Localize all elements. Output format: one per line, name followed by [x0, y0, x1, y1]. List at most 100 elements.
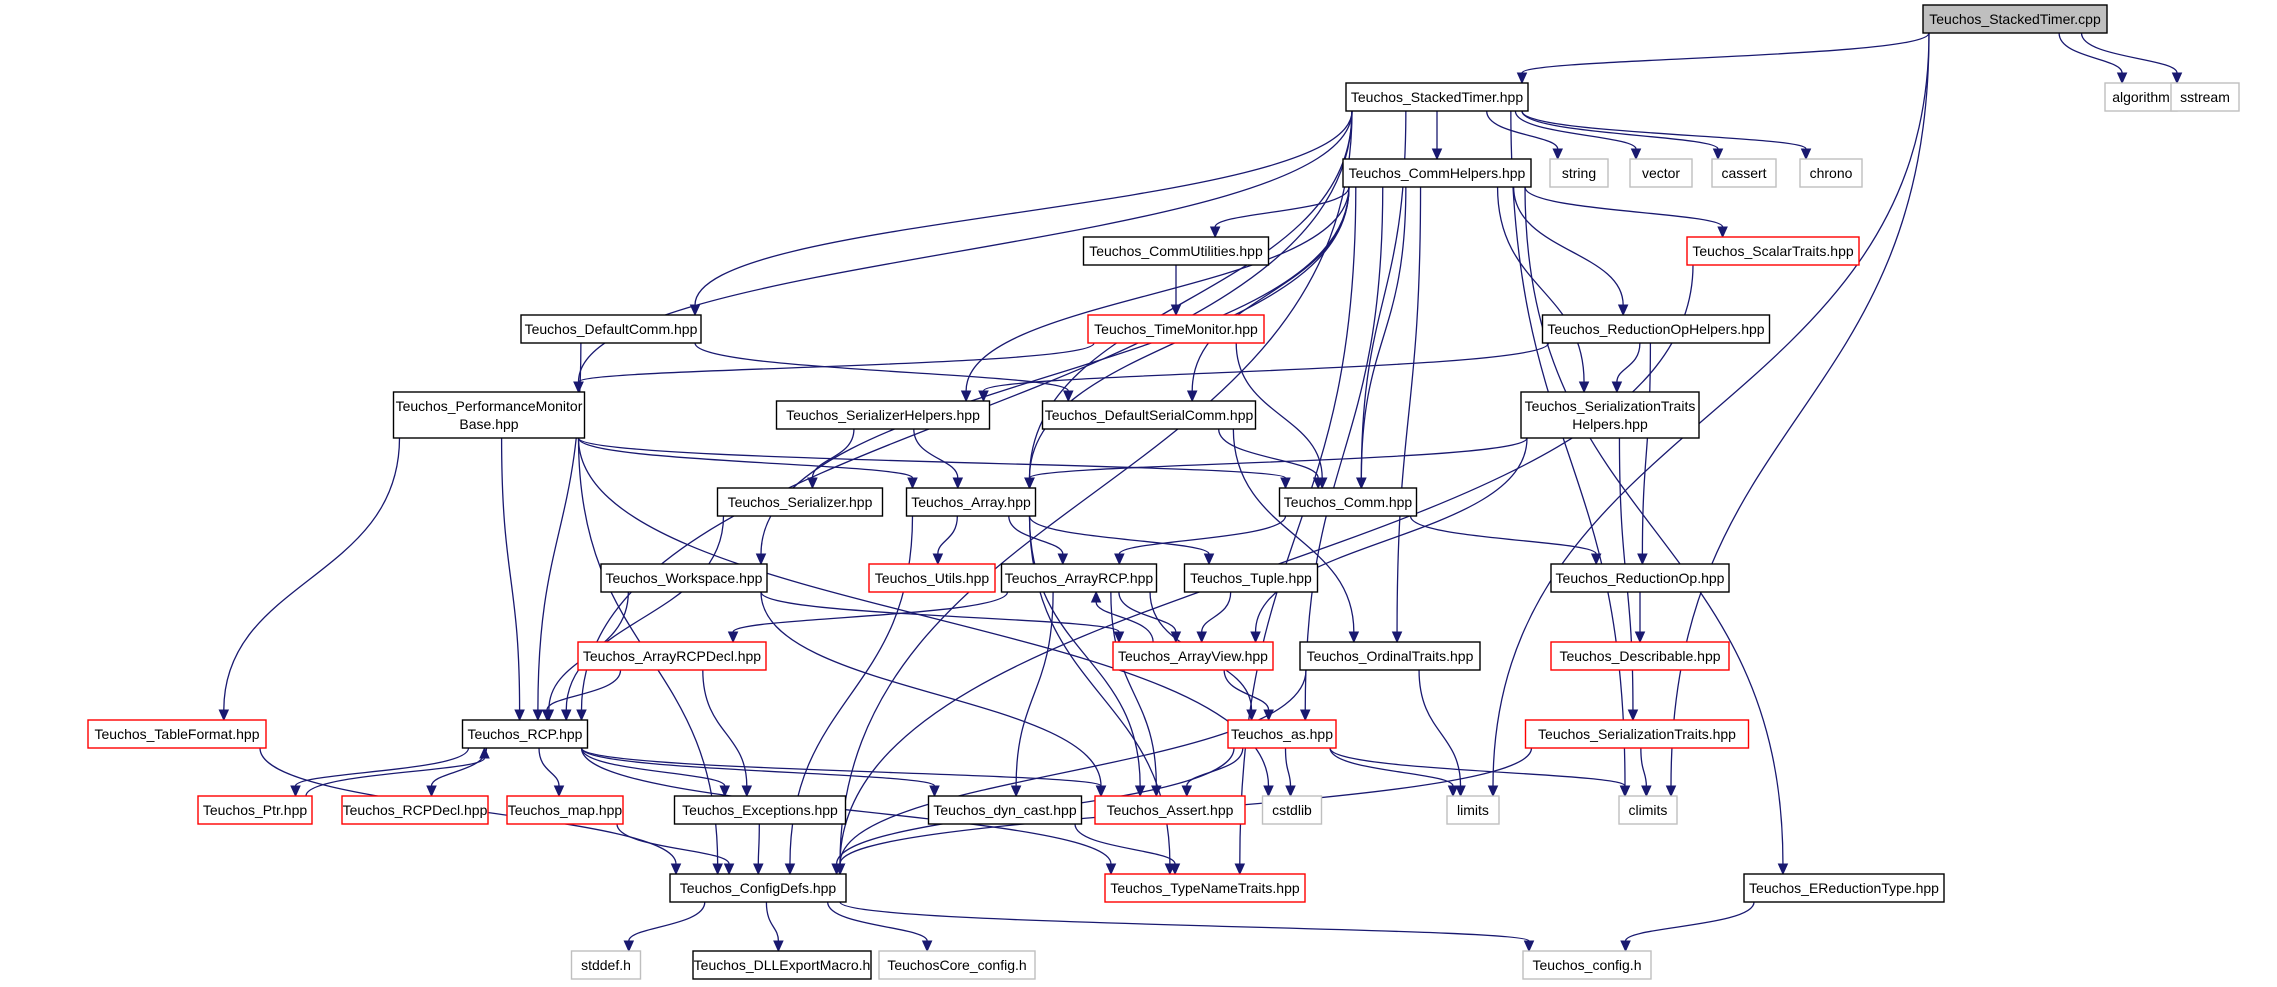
node-timemonitor[interactable]: Teuchos_TimeMonitor.hpp [1087, 314, 1265, 344]
node-reductionophelpers[interactable]: Teuchos_ReductionOpHelpers.hpp [1541, 314, 1771, 344]
node-label-tuple: Teuchos_Tuple.hpp [1190, 570, 1312, 586]
node-label-arrayview: Teuchos_ArrayView.hpp [1118, 648, 1268, 664]
node-box-defaultcomm [520, 314, 702, 344]
edge-rcp-to-map [538, 747, 560, 787]
node-commhelpers[interactable]: Teuchos_CommHelpers.hpp [1342, 158, 1532, 188]
node-box-perfmonitor [392, 391, 586, 439]
node-workspace[interactable]: Teuchos_Workspace.hpp [600, 563, 768, 593]
edge-layer [218, 32, 2183, 953]
node-box-teuchoscoreconfig [878, 950, 1036, 980]
edge-stackedtimer_cpp-to-algorithm [2058, 32, 2123, 74]
node-serializerhelpers[interactable]: Teuchos_SerializerHelpers.hpp [775, 400, 991, 430]
node-tuple[interactable]: Teuchos_Tuple.hpp [1183, 563, 1319, 593]
edge-serializationtraits-to-climits [1640, 747, 1647, 787]
node-ptr[interactable]: Teuchos_Ptr.hpp [197, 795, 313, 825]
node-label-dyncast: Teuchos_dyn_cast.hpp [933, 802, 1076, 818]
node-comm[interactable]: Teuchos_Comm.hpp [1278, 487, 1418, 517]
node-reductionop[interactable]: Teuchos_ReductionOp.hpp [1550, 563, 1730, 593]
edge-arrowhead-ereductiontype-to-teuchosconfig [1620, 940, 1631, 953]
node-assert[interactable]: Teuchos_Assert.hpp [1094, 795, 1246, 825]
edge-workspace-to-arrayview [760, 591, 1120, 633]
node-ordinaltraits[interactable]: Teuchos_OrdinalTraits.hpp [1299, 641, 1481, 671]
edge-exceptions-to-configdefs [757, 823, 760, 865]
node-box-arrayview [1112, 641, 1274, 671]
node-describable[interactable]: Teuchos_Describable.hpp [1550, 641, 1730, 671]
edge-timemonitor-to-perfmonitor [577, 342, 1095, 383]
node-serializer[interactable]: Teuchos_Serializer.hpp [716, 487, 884, 517]
node-box-dyncast [927, 795, 1083, 825]
node-dllexportmacro[interactable]: Teuchos_DLLExportMacro.h [692, 950, 872, 980]
node-exceptions[interactable]: Teuchos_Exceptions.hpp [673, 795, 847, 825]
node-array[interactable]: Teuchos_Array.hpp [905, 487, 1037, 517]
edge-arrowhead-arrayrcp-to-dyncast [1010, 785, 1022, 798]
node-tableformat[interactable]: Teuchos_TableFormat.hpp [87, 719, 267, 749]
node-rcp[interactable]: Teuchos_RCP.hpp [461, 719, 589, 749]
node-arrayview[interactable]: Teuchos_ArrayView.hpp [1112, 641, 1274, 671]
node-label-limits: limits [1457, 802, 1489, 818]
edge-comm-to-reductionop [1409, 515, 1597, 555]
node-label-comm: Teuchos_Comm.hpp [1284, 494, 1413, 510]
node-commutilities[interactable]: Teuchos_CommUtilities.hpp [1082, 236, 1270, 266]
edge-arrowhead-serializationtraitshelpers-to-array [1024, 477, 1035, 490]
edge-comm-to-arrayrcp [1118, 515, 1287, 555]
edge-arrowhead-configdefs-to-teuchoscoreconfig [921, 940, 933, 953]
edge-arrowhead-rcp-to-assert [1095, 785, 1107, 798]
node-box-teuchosconfig [1522, 950, 1652, 980]
edge-serializationtraitshelpers-to-arrayview [1254, 437, 1528, 633]
edge-ordinaltraits-to-configdefs [839, 669, 1307, 865]
edge-ereductiontype-to-teuchosconfig [1624, 901, 1755, 942]
node-box-limits [1446, 795, 1500, 825]
node-box-defaultserialcomm [1041, 400, 1257, 430]
node-defaultcomm[interactable]: Teuchos_DefaultComm.hpp [520, 314, 702, 344]
edge-arrowhead-defaultcomm-to-rcp [532, 709, 544, 722]
node-map[interactable]: Teuchos_map.hpp [506, 795, 624, 825]
edge-arrowhead-serializationtraits-to-climits [1641, 785, 1652, 798]
node-label-ordinaltraits: Teuchos_OrdinalTraits.hpp [1307, 648, 1474, 664]
edge-dyncast-to-typenametraits [1074, 823, 1176, 865]
edge-arrowhead-tuple-to-arrayview [1196, 631, 1207, 644]
node-defaultserialcomm[interactable]: Teuchos_DefaultSerialComm.hpp [1041, 400, 1257, 430]
node-label-rcp: Teuchos_RCP.hpp [468, 726, 583, 742]
node-label-as: Teuchos_as.hpp [1231, 726, 1333, 742]
edge-arrowhead-reductionophelpers-to-serializationtraitshelpers [1611, 381, 1623, 394]
node-stackedtimer_hpp[interactable]: Teuchos_StackedTimer.hpp [1345, 82, 1529, 112]
node-cstdlib: cstdlib [1261, 795, 1323, 825]
edge-arrowhead-commhelpers-to-defaultserialcomm [1186, 390, 1198, 403]
node-label-commutilities: Teuchos_CommUtilities.hpp [1089, 243, 1263, 259]
node-configdefs[interactable]: Teuchos_ConfigDefs.hpp [669, 873, 847, 903]
node-label-serializationtraitshelpers-line1: Teuchos_SerializationTraits [1525, 398, 1696, 414]
edge-array-to-utils [937, 515, 958, 555]
node-utils[interactable]: Teuchos_Utils.hpp [868, 563, 996, 593]
edge-arrowhead-arrayrcp-to-arrayrcpdecl [727, 631, 739, 644]
edge-arrayrcp-to-assert [1110, 591, 1157, 787]
node-box-dllexportmacro [692, 950, 872, 980]
edge-arrowhead-timemonitor-to-perfmonitor [573, 381, 584, 394]
edge-rcp-to-rcpdecl [430, 747, 488, 787]
edge-rcp-to-typenametraits [580, 747, 1112, 865]
node-label-arrayrcp: Teuchos_ArrayRCP.hpp [1005, 570, 1154, 586]
edge-arrowhead-perfmonitor-to-configdefs [712, 863, 723, 876]
edge-arrowhead-perfmonitor-to-tableformat [218, 709, 230, 722]
node-dyncast[interactable]: Teuchos_dyn_cast.hpp [927, 795, 1083, 825]
node-scalartraits[interactable]: Teuchos_ScalarTraits.hpp [1686, 236, 1860, 266]
node-arrayrcp[interactable]: Teuchos_ArrayRCP.hpp [1000, 563, 1158, 593]
node-ereductiontype[interactable]: Teuchos_EReductionType.hpp [1743, 873, 1945, 903]
node-box-stackedtimer_hpp [1345, 82, 1529, 112]
node-serializationtraits[interactable]: Teuchos_SerializationTraits.hpp [1524, 719, 1750, 749]
node-label-teuchoscoreconfig: TeuchosCore_config.h [887, 957, 1026, 973]
node-label-dllexportmacro: Teuchos_DLLExportMacro.h [694, 957, 871, 973]
edge-commhelpers-to-scalartraits [1524, 186, 1724, 228]
node-typenametraits[interactable]: Teuchos_TypeNameTraits.hpp [1104, 873, 1306, 903]
node-label-serializer: Teuchos_Serializer.hpp [728, 494, 873, 510]
node-vector: vector [1629, 158, 1693, 188]
node-rcpdecl[interactable]: Teuchos_RCPDecl.hpp [341, 795, 489, 825]
node-teuchosconfig: Teuchos_config.h [1522, 950, 1652, 980]
edge-arrowhead-comm-to-reductionop [1590, 553, 1602, 566]
edge-array-to-tuple [1028, 515, 1210, 555]
node-arrayrcpdecl[interactable]: Teuchos_ArrayRCPDecl.hpp [577, 641, 767, 671]
node-stackedtimer_cpp[interactable]: Teuchos_StackedTimer.cpp [1922, 4, 2108, 34]
edge-arrowhead-stackedtimer_cpp-to-limits [1487, 785, 1499, 798]
node-as[interactable]: Teuchos_as.hpp [1227, 719, 1337, 749]
